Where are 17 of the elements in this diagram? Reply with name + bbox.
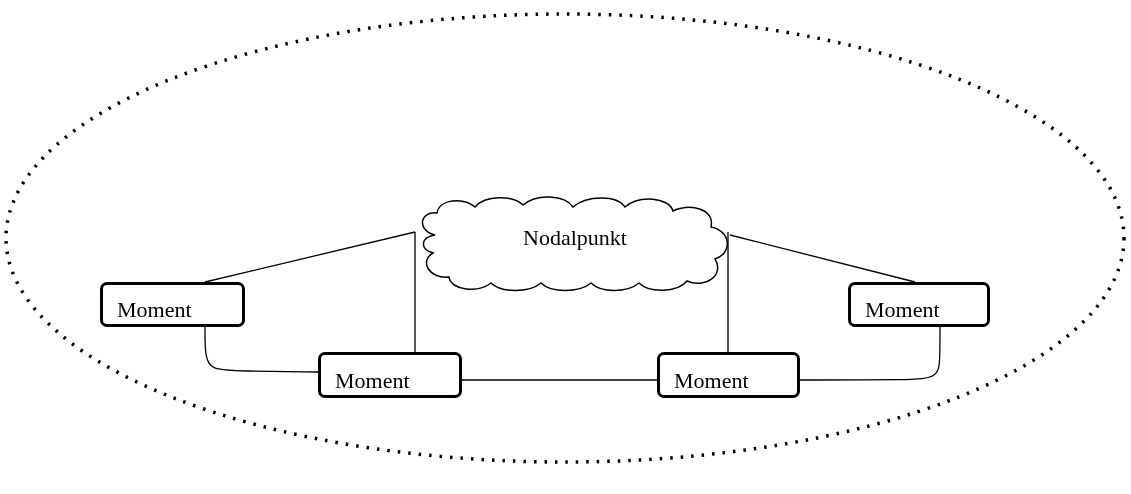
connector-line <box>204 231 416 283</box>
connector-line <box>727 231 729 353</box>
node-label: Moment <box>865 297 940 323</box>
connector-line <box>729 234 916 283</box>
connector-line <box>204 326 319 373</box>
moment-box <box>318 352 462 398</box>
connector-line <box>799 326 941 381</box>
node-label: Moment <box>674 368 749 394</box>
connector-line <box>414 231 416 353</box>
moment-box <box>657 352 800 398</box>
moment-box <box>848 282 990 327</box>
node-label: Moment <box>117 297 192 323</box>
moment-box <box>100 282 245 327</box>
node-label: Nodalpunkt <box>522 225 628 251</box>
connector-line <box>461 379 658 381</box>
dotted-ellipse <box>4 12 1126 464</box>
node-label: Moment <box>335 368 410 394</box>
